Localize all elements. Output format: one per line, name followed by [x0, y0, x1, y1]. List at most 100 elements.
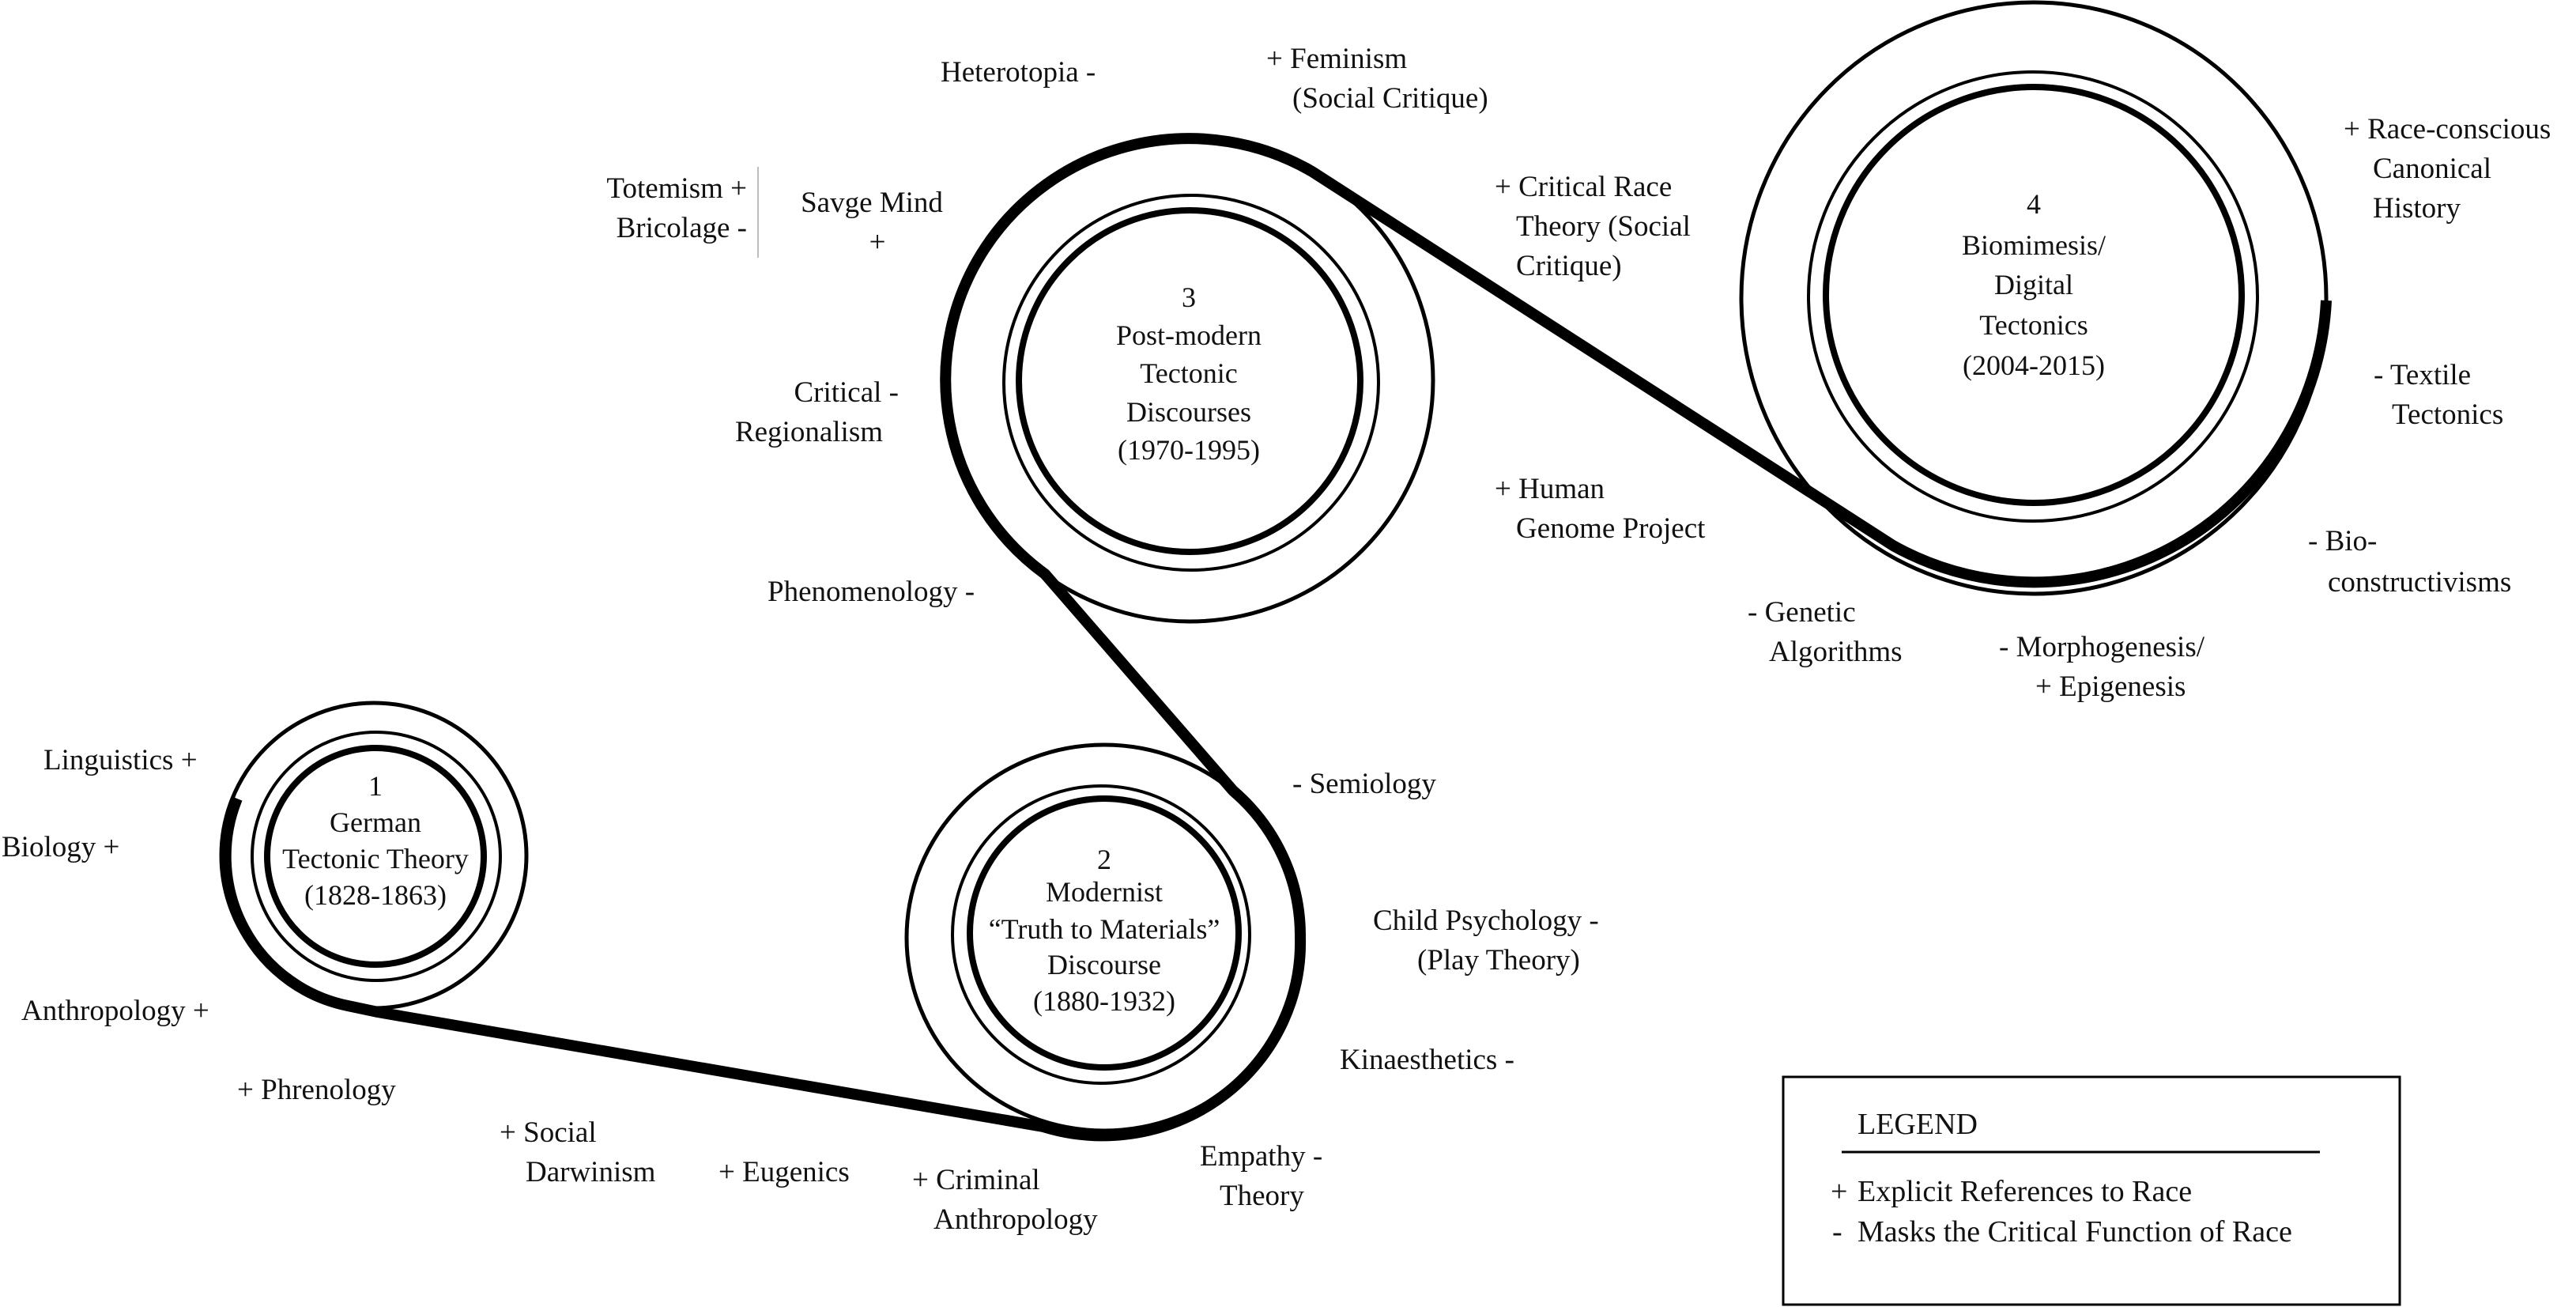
label-biology-line-1: Biology + — [2, 831, 119, 863]
node-4-inner-ring — [1823, 84, 2245, 506]
node-3-line-2: Tectonic — [1140, 357, 1237, 389]
label-biology: Biology + — [2, 831, 119, 863]
connecting-belt — [220, 133, 2332, 1142]
label-kinaesthetics: Kinaesthetics - — [1340, 1044, 1514, 1076]
label-morphogenesis-line-1: - Morphogenesis/ — [1999, 631, 2205, 663]
node-3-inner-ring — [1016, 207, 1363, 555]
node-4-line-2: Digital — [1994, 269, 2073, 300]
label-savage-mind-line-1: Savge Mind — [801, 187, 943, 219]
label-anthropology-line-1: Anthropology + — [21, 995, 209, 1027]
node-2-line-4: (1880-1932) — [1033, 985, 1175, 1017]
label-bio-constructivisms: - Bio-constructivisms — [2308, 525, 2511, 599]
legend: LEGEND + Explicit References to Race - M… — [1782, 1075, 2401, 1306]
label-feminism-line-1: + Feminism — [1266, 43, 1407, 75]
legend-item-explicit: + Explicit References to Race — [1831, 1175, 2192, 1208]
node-1-line-1: German — [330, 806, 421, 838]
label-bio-constructivisms-line-2: constructivisms — [2328, 566, 2511, 599]
label-textile-tectonics-line-1: - Textile — [2374, 359, 2471, 391]
node-1-inner-ring — [264, 745, 487, 968]
node-2-line-3: Discourse — [1047, 949, 1161, 980]
label-phrenology-line-1: + Phrenology — [237, 1074, 396, 1106]
node-3-line-4: (1970-1995) — [1118, 434, 1260, 466]
node-4-biomimesis-digital-tectonics: 4 Biomimesis/ Digital Tectonics (2004-20… — [1739, 0, 2329, 596]
node-1-line-2: Tectonic Theory — [282, 843, 469, 874]
label-linguistics-line-1: Linguistics + — [43, 744, 198, 776]
label-savage-mind: Savge Mind + — [801, 187, 943, 259]
label-heterotopia: Heterotopia - — [941, 56, 1096, 89]
label-genetic-algorithms-line-1: - Genetic — [1748, 596, 1856, 629]
label-savage-mind-line-2: + — [869, 226, 886, 259]
label-child-psychology-line-1: Child Psychology - — [1373, 905, 1599, 937]
label-critical-race-theory-line-2: Theory (Social — [1516, 210, 1691, 243]
label-bio-constructivisms-line-1: - Bio- — [2308, 525, 2377, 557]
node-3-line-3: Discourses — [1126, 396, 1251, 428]
node-1-number: 1 — [368, 770, 383, 802]
label-empathy-theory-line-2: Theory — [1220, 1180, 1304, 1212]
label-textile-tectonics-line-2: Tectonics — [2392, 399, 2503, 431]
label-social-darwinism-line-1: + Social — [500, 1116, 597, 1149]
node-1-middle-ring — [251, 731, 502, 982]
label-semiology-line-1: - Semiology — [1292, 768, 1436, 800]
label-phenomenology: Phenomenology - — [768, 576, 975, 608]
node-2-modernist-discourse: 2 Modernist “Truth to Materials” Discour… — [904, 742, 1304, 1133]
legend-item-masks: - Masks the Critical Function of Race — [1832, 1215, 2292, 1248]
label-criminal-anthropology-line-1: + Criminal — [912, 1164, 1040, 1196]
node-2-inner-ring — [967, 795, 1242, 1071]
label-phrenology: + Phrenology — [237, 1074, 396, 1106]
legend-text-explicit: Explicit References to Race — [1858, 1175, 2192, 1208]
label-child-psychology-line-2: (Play Theory) — [1417, 944, 1580, 976]
label-totemism-bricolage: Totemism + Bricolage - — [606, 172, 747, 244]
node-4-line-4: (2004-2015) — [1963, 349, 2105, 381]
label-totemism-bricolage-line-1: Totemism + — [606, 172, 747, 205]
label-kinaesthetics-line-1: Kinaesthetics - — [1340, 1044, 1514, 1076]
label-child-psychology: Child Psychology - (Play Theory) — [1373, 905, 1599, 976]
node-4-outer-ring — [1739, 0, 2329, 596]
legend-title: LEGEND — [1858, 1108, 1978, 1141]
label-totemism-bricolage-line-2: Bricolage - — [617, 212, 747, 244]
label-human-genome-line-1: + Human — [1495, 473, 1605, 505]
label-race-conscious-history-line-1: + Race-conscious — [2344, 113, 2551, 145]
label-critical-race-theory-line-1: + Critical Race — [1495, 171, 1672, 203]
legend-symbol-minus: - — [1832, 1215, 1842, 1248]
label-criminal-anthropology-line-2: Anthropology — [933, 1203, 1098, 1236]
label-anthropology: Anthropology + — [21, 995, 209, 1027]
node-2-line-2: “Truth to Materials” — [989, 913, 1220, 945]
label-human-genome-line-2: Genome Project — [1516, 512, 1706, 545]
label-eugenics-line-1: + Eugenics — [718, 1156, 850, 1188]
labels-layer: Linguistics + Biology + Anthropology + + Ph… — [2, 43, 2551, 1236]
label-feminism-line-2: (Social Critique) — [1292, 82, 1488, 115]
label-linguistics: Linguistics + — [43, 744, 198, 776]
legend-text-masks: Masks the Critical Function of Race — [1858, 1215, 2292, 1248]
label-eugenics: + Eugenics — [718, 1156, 850, 1188]
label-critical-regionalism-line-2: Regionalism — [735, 416, 883, 448]
label-phenomenology-line-1: Phenomenology - — [768, 576, 975, 608]
label-empathy-theory: Empathy -Theory — [1200, 1140, 1322, 1212]
node-2-line-1: Modernist — [1046, 876, 1163, 908]
label-genetic-algorithms-line-2: Algorithms — [1769, 636, 1903, 668]
node-3-number: 3 — [1182, 281, 1196, 313]
label-race-conscious-history-line-2: Canonical — [2373, 153, 2491, 185]
node-4-line-3: Tectonics — [1979, 309, 2088, 341]
label-feminism: + Feminism (Social Critique) — [1266, 43, 1488, 115]
node-1-line-3: (1828-1863) — [304, 879, 447, 911]
legend-symbol-plus: + — [1831, 1175, 1847, 1208]
label-semiology: - Semiology — [1292, 768, 1436, 800]
label-morphogenesis: - Morphogenesis/+ Epigenesis — [1999, 631, 2205, 703]
node-2-number: 2 — [1097, 844, 1111, 875]
node-4-middle-ring — [1807, 70, 2259, 523]
legend-box — [1782, 1075, 2401, 1306]
node-3-line-1: Post-modern — [1116, 319, 1262, 351]
label-critical-regionalism: Critical -Regionalism — [735, 376, 899, 448]
node-3-middle-ring — [1002, 194, 1380, 572]
node-2-middle-ring — [951, 784, 1251, 1085]
label-race-conscious-history-line-3: History — [2373, 192, 2461, 225]
label-social-darwinism-line-2: Darwinism — [526, 1156, 656, 1188]
